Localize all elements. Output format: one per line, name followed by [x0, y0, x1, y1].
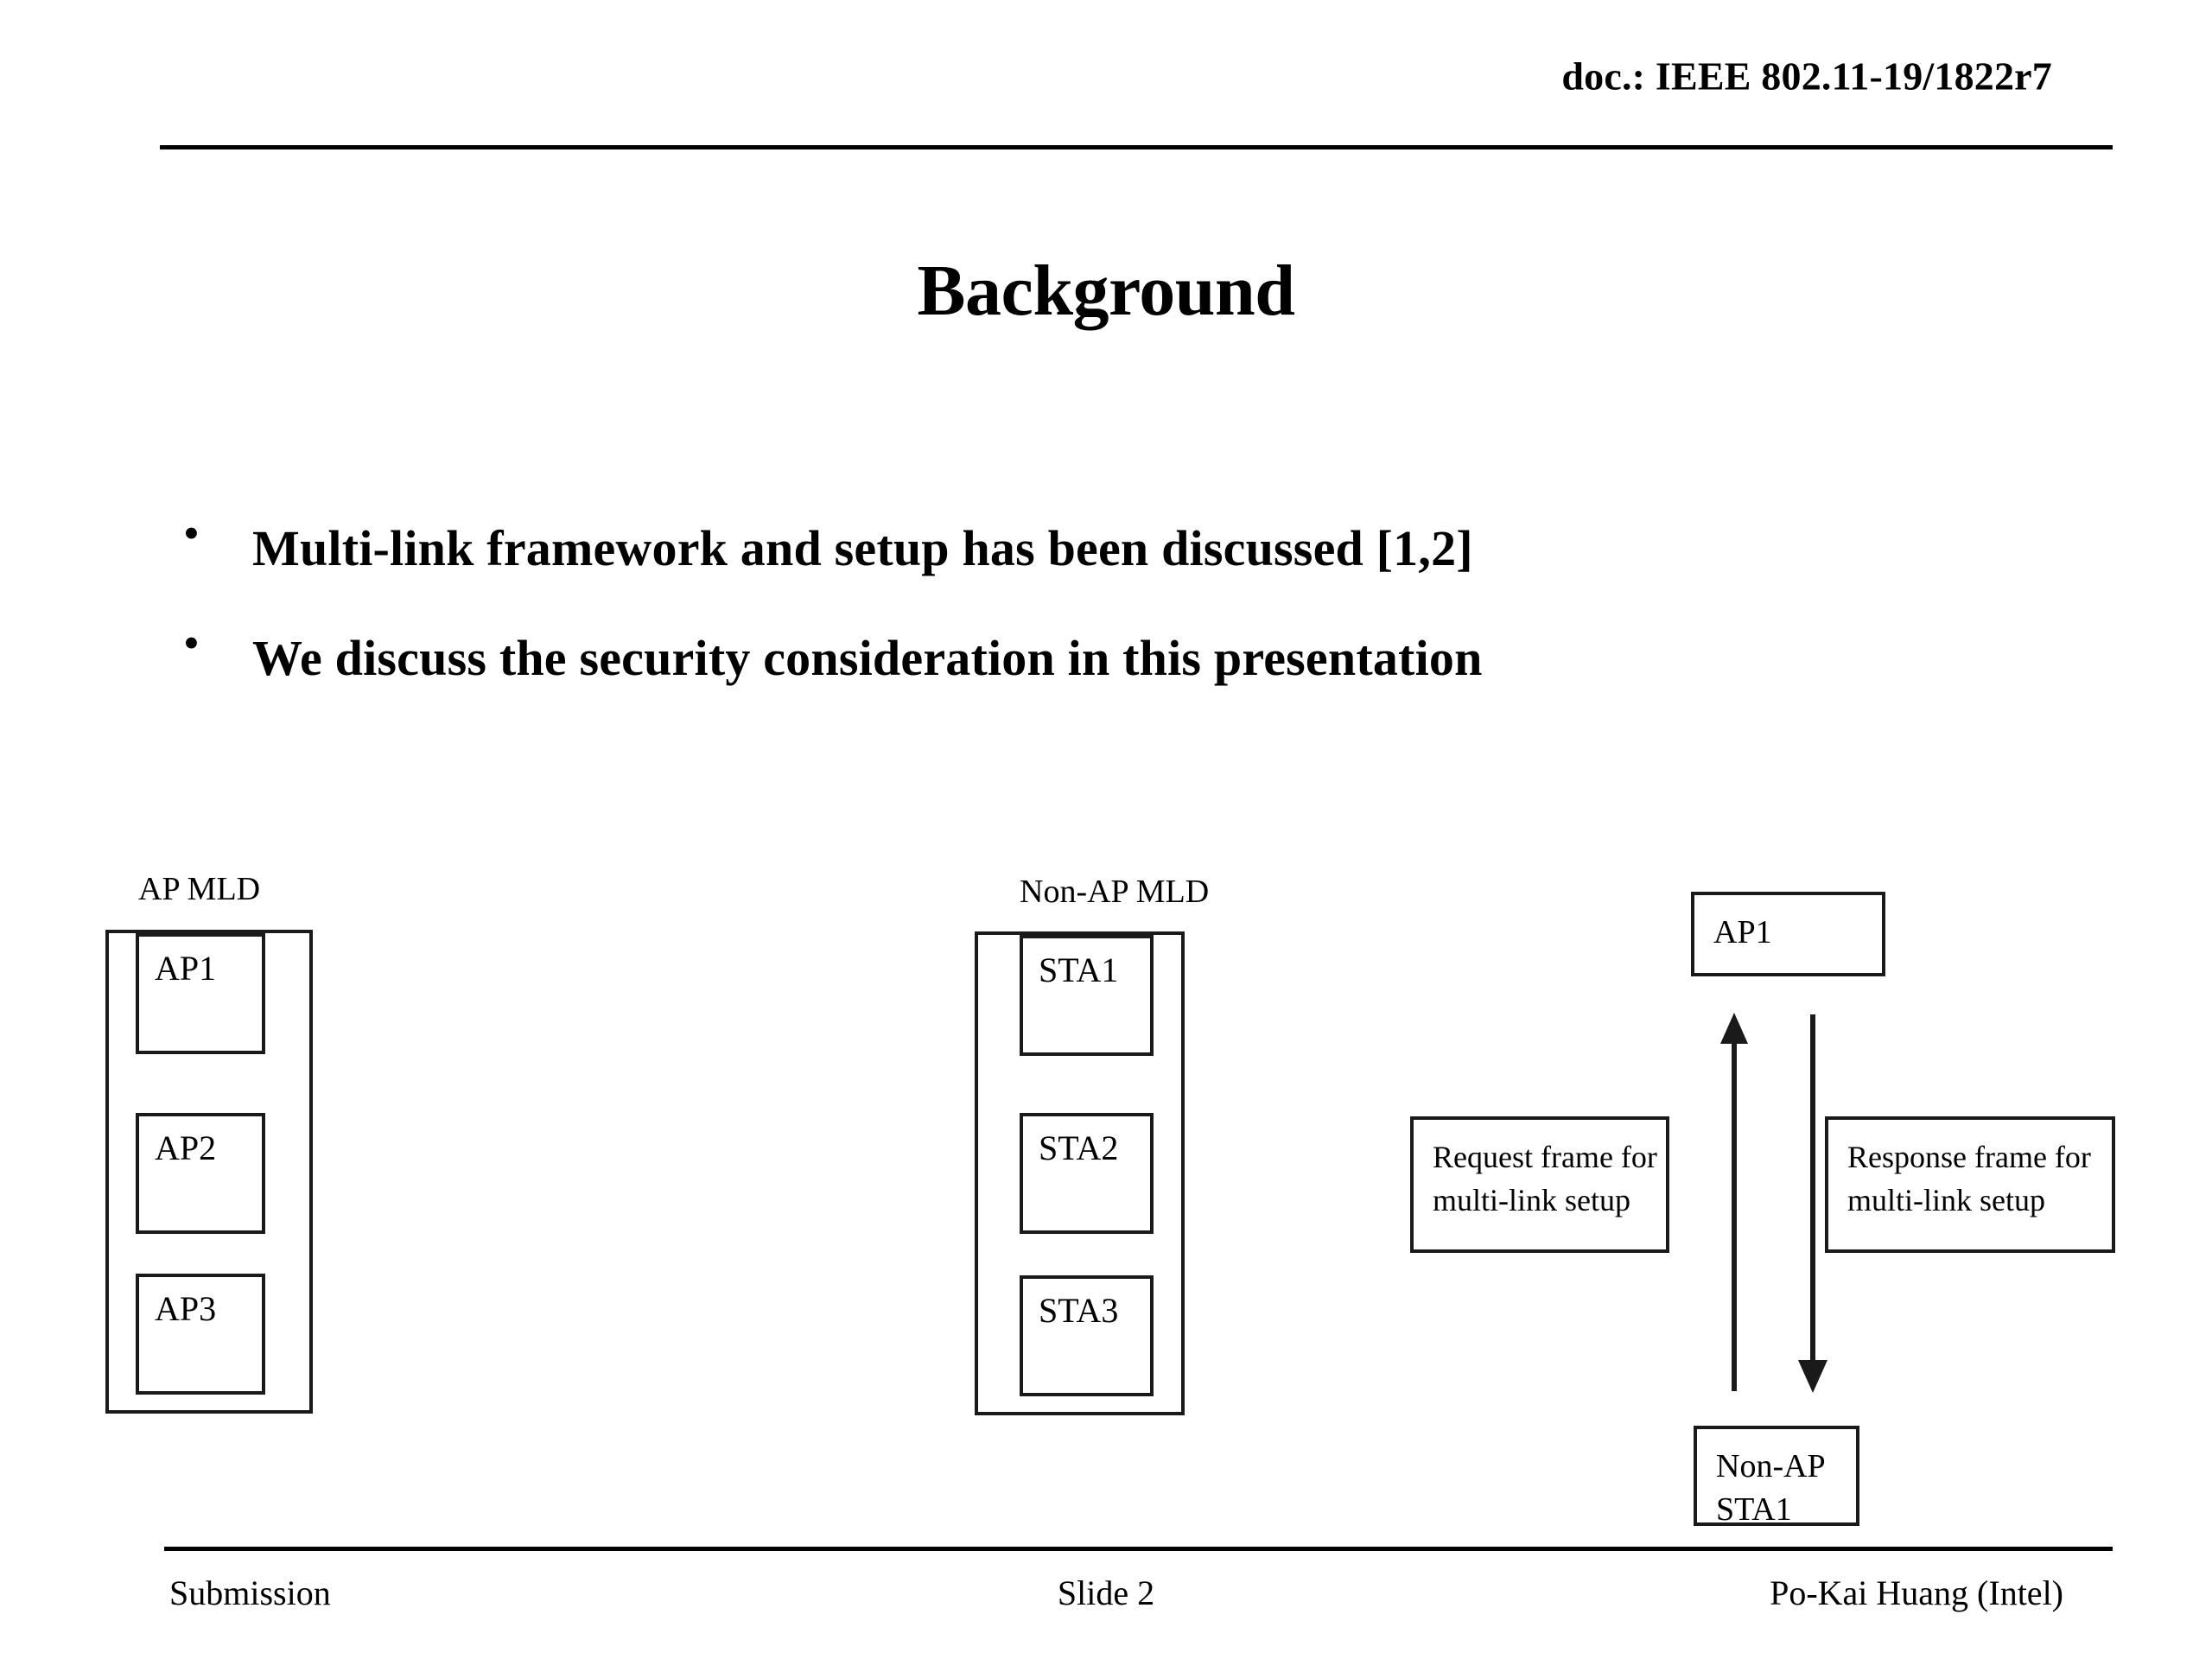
response-frame-label-line1: Response frame for — [1847, 1140, 2091, 1174]
sequence-node-non-ap-sta1: Non-AP STA1 — [1694, 1426, 1859, 1528]
slide-footer: Submission Slide 2 Po-Kai Huang (Intel) — [0, 1547, 2212, 1659]
sequence-node-non-ap-sta1-line1: Non-AP — [1716, 1448, 1826, 1484]
non-ap-mld-caption: Non-AP MLD — [1020, 874, 1210, 910]
non-ap-mld-link-box-sta2: STA2 — [1020, 1113, 1154, 1234]
request-frame-label-box: Request frame for multi-link setup — [1410, 1116, 1669, 1253]
bullet-marker-icon: • — [183, 617, 200, 669]
bullet-text-2: We discuss the security consideration in… — [252, 630, 1483, 686]
request-arrow-up-icon — [1720, 1013, 1748, 1391]
header-divider-rule — [160, 145, 2113, 149]
bullet-list: • Multi-link framework and setup has bee… — [173, 499, 1961, 719]
non-ap-mld-link-box-sta3: STA3 — [1020, 1275, 1154, 1396]
bullet-item-1: • Multi-link framework and setup has bee… — [173, 499, 1961, 597]
bullet-item-2: • We discuss the security consideration … — [173, 609, 1961, 707]
ap-mld-link-box-ap1: AP1 — [136, 933, 265, 1054]
ap-mld-link-box-ap2: AP2 — [136, 1113, 265, 1234]
doc-reference-text: doc.: IEEE 802.11-19/1822r7 — [1561, 54, 2052, 99]
ap-mld-link-box-ap3: AP3 — [136, 1274, 265, 1395]
response-frame-label-line2: multi-link setup — [1847, 1183, 2045, 1217]
slide-header: doc.: IEEE 802.11-19/1822r7 — [0, 0, 2212, 156]
page-title: Background — [917, 251, 1295, 331]
bullet-text-1: Multi-link framework and setup has been … — [252, 520, 1473, 576]
footer-submission-label: Submission — [169, 1573, 331, 1612]
request-frame-label-line1: Request frame for — [1433, 1140, 1657, 1174]
non-ap-mld-link-box-sta1: STA1 — [1020, 935, 1154, 1056]
footer-divider-rule — [164, 1547, 2113, 1551]
response-arrow-down-icon — [1798, 1014, 1827, 1393]
request-frame-label-line2: multi-link setup — [1433, 1183, 1630, 1217]
response-frame-label-box: Response frame for multi-link setup — [1825, 1116, 2115, 1253]
footer-slide-number: Slide 2 — [1057, 1573, 1155, 1612]
sequence-arrows — [1720, 1013, 1827, 1393]
sequence-node-ap1: AP1 — [1691, 892, 1885, 976]
footer-author-label: Po-Kai Huang (Intel) — [1770, 1573, 2063, 1612]
bullet-marker-icon: • — [183, 507, 200, 559]
ap-mld-caption: AP MLD — [138, 871, 261, 907]
sequence-node-non-ap-sta1-line2: STA1 — [1716, 1491, 1792, 1528]
